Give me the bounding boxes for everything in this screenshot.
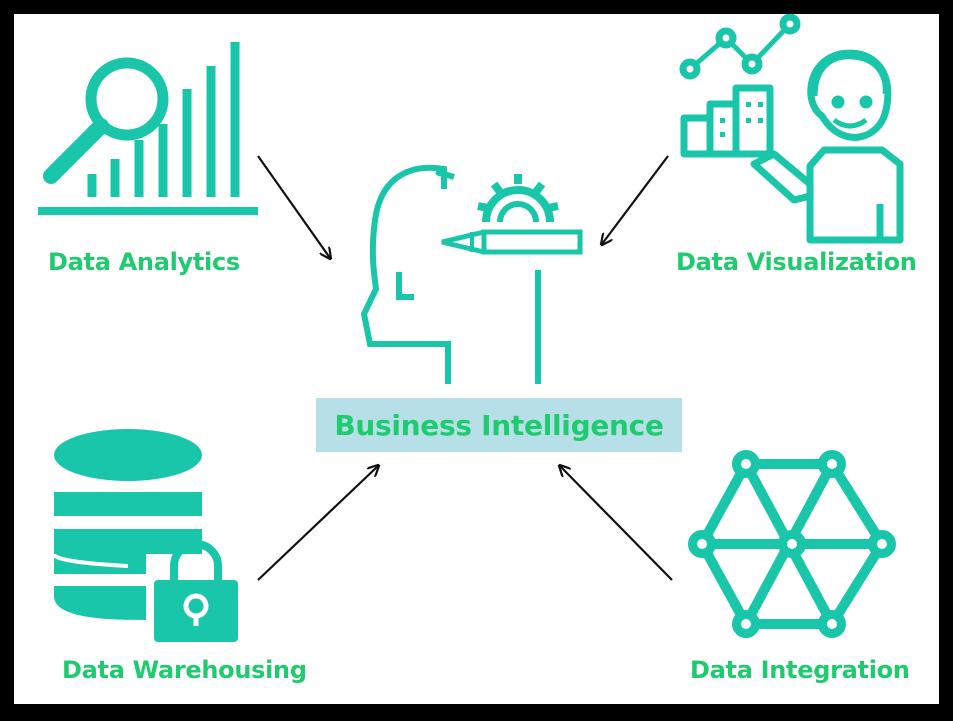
arrow-integration-to-bi <box>560 466 673 581</box>
arrow-visualization-to-bi <box>602 155 669 244</box>
center-label-box <box>316 398 682 452</box>
label-data-analytics: Data Analytics <box>48 248 240 276</box>
network-hexagon-icon <box>688 450 896 638</box>
diagram-canvas <box>38 14 904 642</box>
arrow-analytics-to-bi <box>257 155 330 258</box>
label-data-warehousing: Data Warehousing <box>62 656 307 684</box>
presenter-with-chart-icon <box>679 14 904 244</box>
arrow-warehousing-to-bi <box>257 466 378 581</box>
label-data-visualization: Data Visualization <box>676 248 917 276</box>
center-label: Business Intelligence <box>334 408 664 442</box>
label-data-integration: Data Integration <box>690 656 910 684</box>
center-label-container: Business Intelligence <box>316 398 682 452</box>
diagram-frame: Business Intelligence Data Analytics Dat… <box>14 14 939 704</box>
database-lock-icon <box>52 429 238 642</box>
bar-chart-magnifier-icon <box>38 42 258 215</box>
head-with-pencil-and-gear-icon <box>360 164 583 384</box>
